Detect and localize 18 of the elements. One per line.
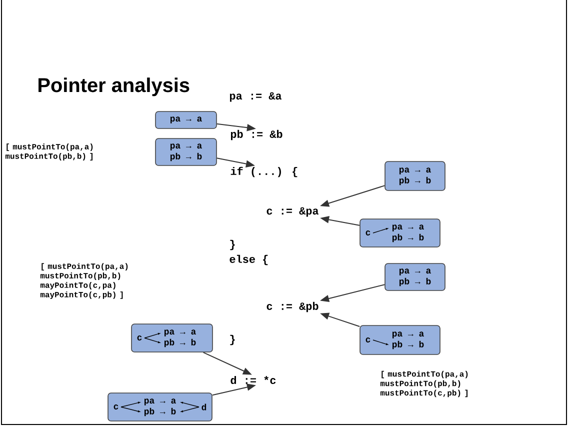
points-to-box: pa → a bbox=[155, 111, 217, 129]
code-line: else { bbox=[230, 254, 268, 266]
points-to-box: pa → a pb → b c bbox=[131, 324, 213, 352]
code-line: d := *c bbox=[230, 376, 276, 384]
points-to-box: pa → a pb → b bbox=[384, 161, 446, 191]
code-line: pa := &a bbox=[230, 92, 282, 102]
code-line: if (...) { bbox=[230, 166, 298, 178]
points-to-box: pa → a pb → b c bbox=[360, 218, 440, 248]
code-line: c := &pb bbox=[266, 302, 318, 312]
title: Pointer analysis bbox=[38, 78, 190, 96]
points-to-box: pa → a pb → b c d bbox=[108, 392, 212, 422]
code-line: pb := &b bbox=[230, 130, 282, 140]
code-line: } bbox=[230, 240, 235, 250]
code-line: c := &pa bbox=[266, 207, 319, 217]
points-to-box: pa → a pb → b c bbox=[360, 325, 440, 355]
code-line: } bbox=[230, 334, 235, 346]
points-to-box: pa → a pb → b bbox=[384, 263, 446, 291]
points-to-box: pa → a pb → b bbox=[155, 138, 217, 166]
